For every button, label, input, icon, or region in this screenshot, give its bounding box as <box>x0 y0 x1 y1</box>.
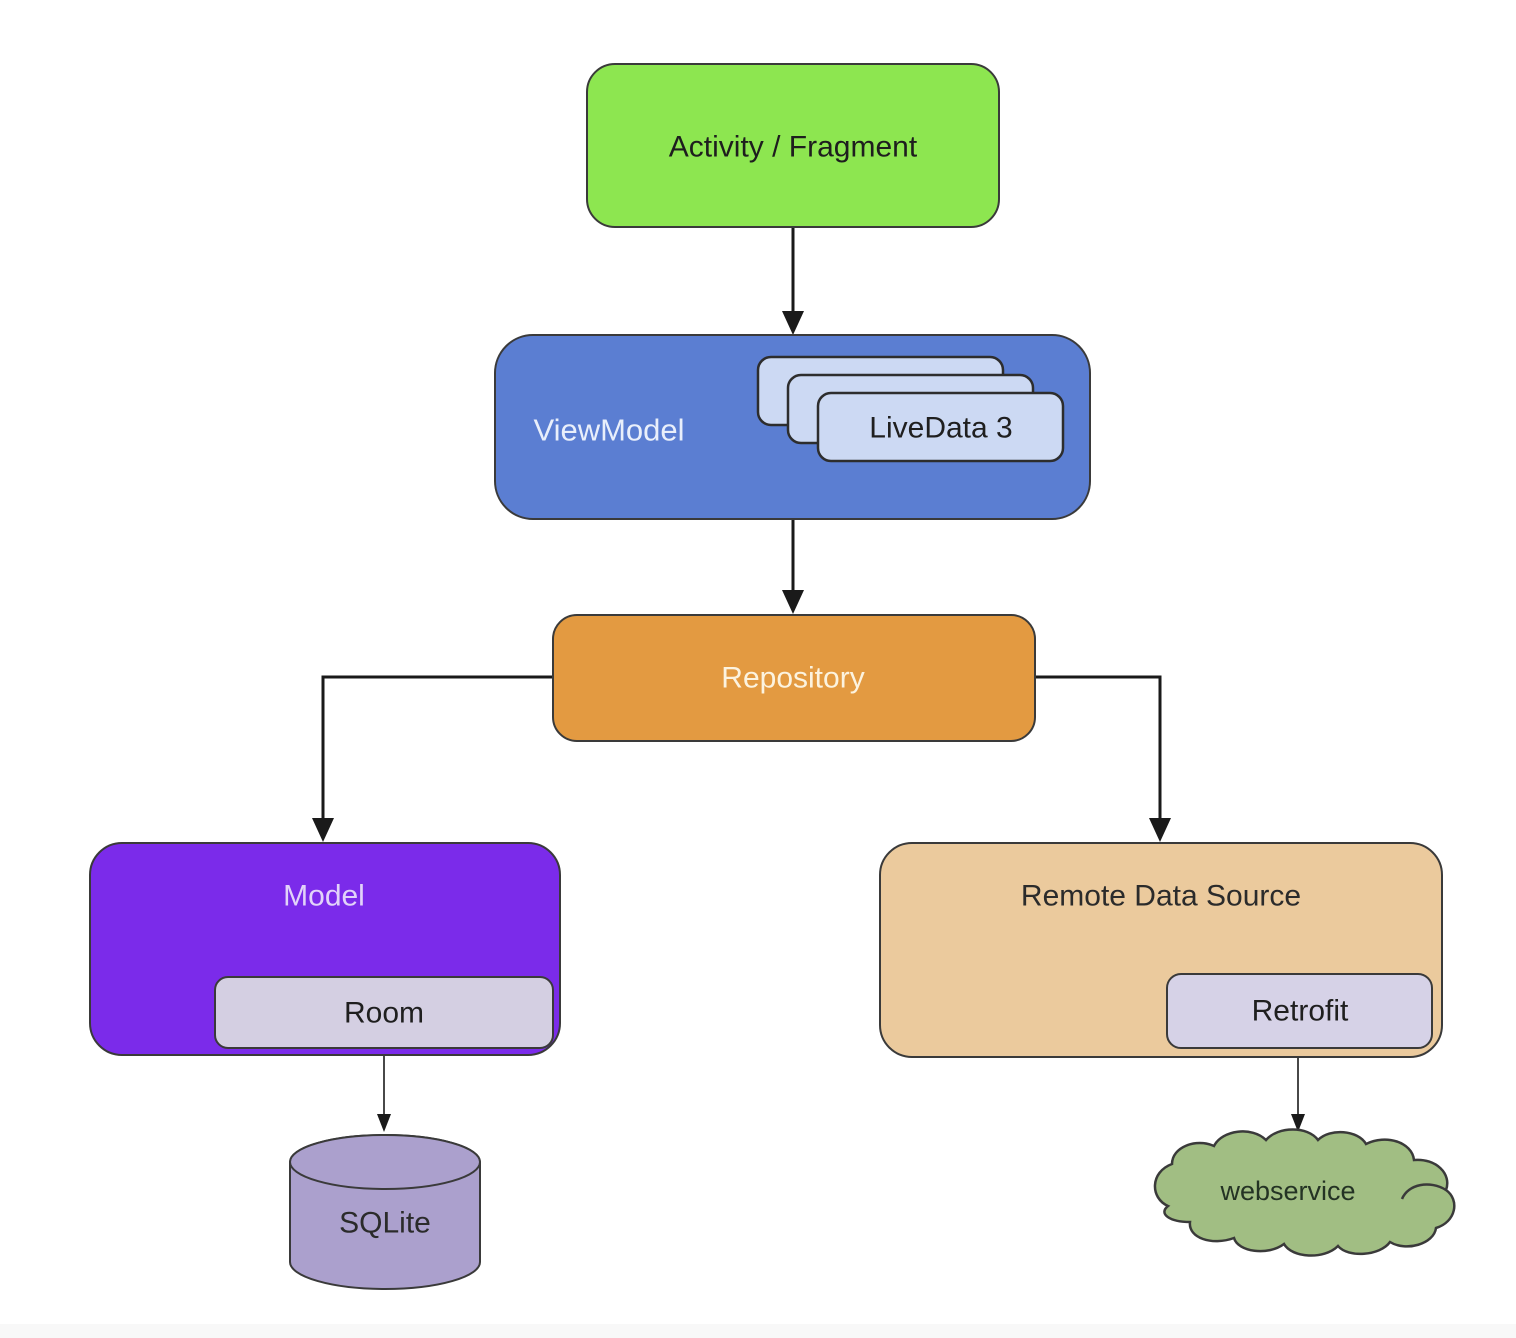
activity-fragment-label: Activity / Fragment <box>669 131 918 164</box>
edge-activity-to-viewmodel <box>782 227 804 335</box>
repository-node <box>552 614 1036 742</box>
repository-label: Repository <box>721 662 864 695</box>
edge-retrofit-to-webservice <box>1291 1048 1305 1132</box>
edge-retrofit-to-webservice-arrowhead <box>1291 1114 1305 1132</box>
footer-strip <box>0 1324 1516 1338</box>
retrofit-label: Retrofit <box>1252 995 1349 1028</box>
sqlite-cylinder: SQLite <box>289 1134 481 1290</box>
webservice-cloud: webservice <box>1153 1128 1456 1257</box>
remote-data-source-label: Remote Data Source <box>1021 880 1301 913</box>
retrofit-node <box>1166 973 1433 1049</box>
edge-activity-to-viewmodel-arrowhead <box>782 311 804 335</box>
edge-room-to-sqlite-arrowhead <box>377 1114 391 1132</box>
model-label: Model <box>283 880 365 913</box>
edge-viewmodel-to-repository <box>782 518 804 614</box>
room-node <box>214 976 554 1049</box>
edge-room-to-sqlite <box>377 1048 391 1132</box>
webservice-label: webservice <box>1219 1176 1355 1206</box>
livedata-card-front <box>816 391 1065 463</box>
edge-repository-to-model-arrowhead <box>312 818 334 842</box>
room-label: Room <box>344 997 424 1030</box>
sqlite-label: SQLite <box>339 1207 431 1240</box>
webservice-cloud-notch <box>1400 1183 1447 1200</box>
viewmodel-label: ViewModel <box>533 413 684 448</box>
edge-viewmodel-to-repository-arrowhead <box>782 590 804 614</box>
activity-fragment-node <box>586 63 1000 228</box>
livedata-label: LiveData 3 <box>869 412 1012 445</box>
webservice-cloud-shape <box>1153 1128 1456 1257</box>
edge-repository-to-remote-arrowhead <box>1149 818 1171 842</box>
edge-repository-to-model-line <box>321 675 553 820</box>
edge-repository-to-model <box>312 675 553 842</box>
edge-repository-to-remote-line <box>1035 675 1162 820</box>
edge-repository-to-remote <box>1035 675 1171 842</box>
sqlite-cylinder-top <box>289 1134 481 1190</box>
